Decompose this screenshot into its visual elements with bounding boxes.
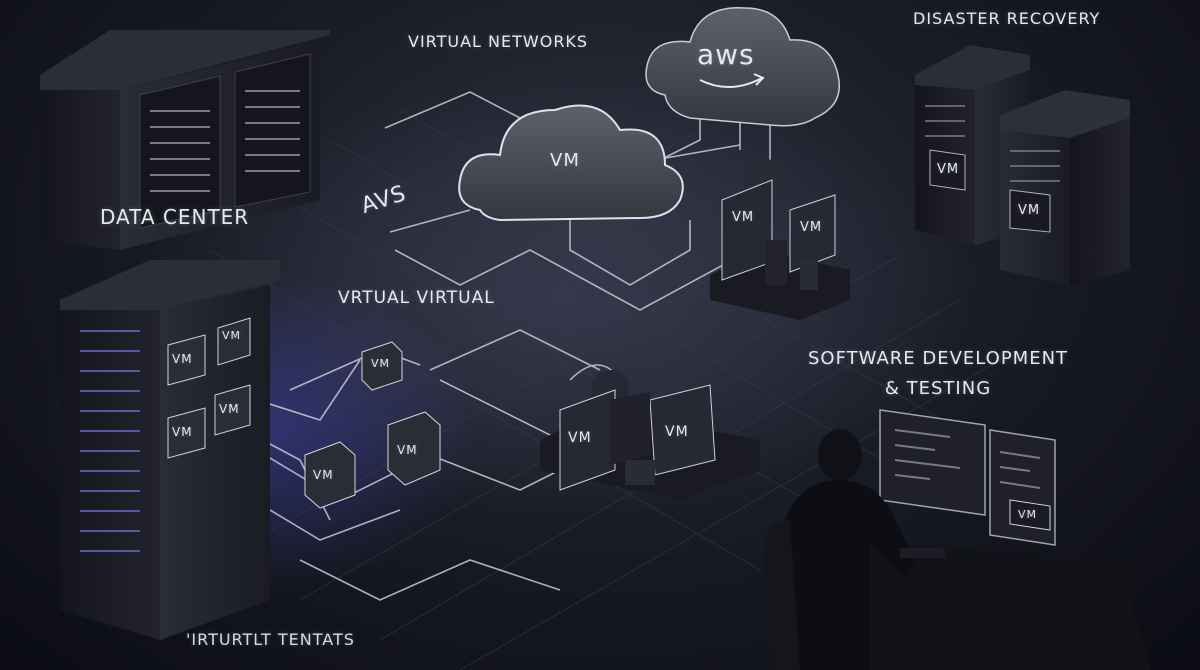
software-dev-label-line1: SOFTWARE DEVELOPMENT [808,348,1069,369]
vm-box-label: VM [219,402,240,416]
vm-box-label: VM [313,468,334,482]
vm-box-label: VM [568,430,592,446]
vm-box-label: VM [397,443,418,457]
disaster-recovery-servers [915,45,1130,285]
vm-box-label: VM [665,424,689,440]
disaster-recovery-label: DISASTER RECOVERY [913,9,1101,28]
vm-cloud-label: VM [550,150,580,171]
virtual-networks-label: VIRTUAL NETWORKS [408,32,589,51]
vm-box-label: VM [172,352,193,366]
software-dev-testing-label: SOFTWARE DEVELOPMENT & TESTING [808,344,1068,404]
vm-box-label: VM [1018,203,1041,218]
aws-cloud [645,7,840,127]
vm-cubes [167,317,441,509]
vm-box-label: VM [937,162,960,177]
aws-logo-text: aws [697,38,755,71]
tenant-server-rack [60,260,280,640]
data-center-label: DATA CENTER [100,205,250,229]
data-center-server [40,30,330,250]
software-dev-label-line2: & TESTING [884,378,992,399]
virtual-tenants-label: 'IRTURTLT TENTATS [186,630,355,649]
vm-box-label: VM [172,425,193,439]
vm-box-label: VM [800,220,823,235]
developer-workstation [765,409,1150,670]
vm-box-label: VM [222,329,242,342]
vm-cloud [458,104,684,222]
vm-cluster-upper [710,159,850,320]
vm-box-label: VM [371,357,391,370]
vm-box-label: VM [1018,508,1038,521]
vm-cluster-middle [540,370,760,500]
vm-box-label: VM [732,210,755,225]
virtual-virtual-label: VRTUAL VIRTUAL [338,288,495,308]
